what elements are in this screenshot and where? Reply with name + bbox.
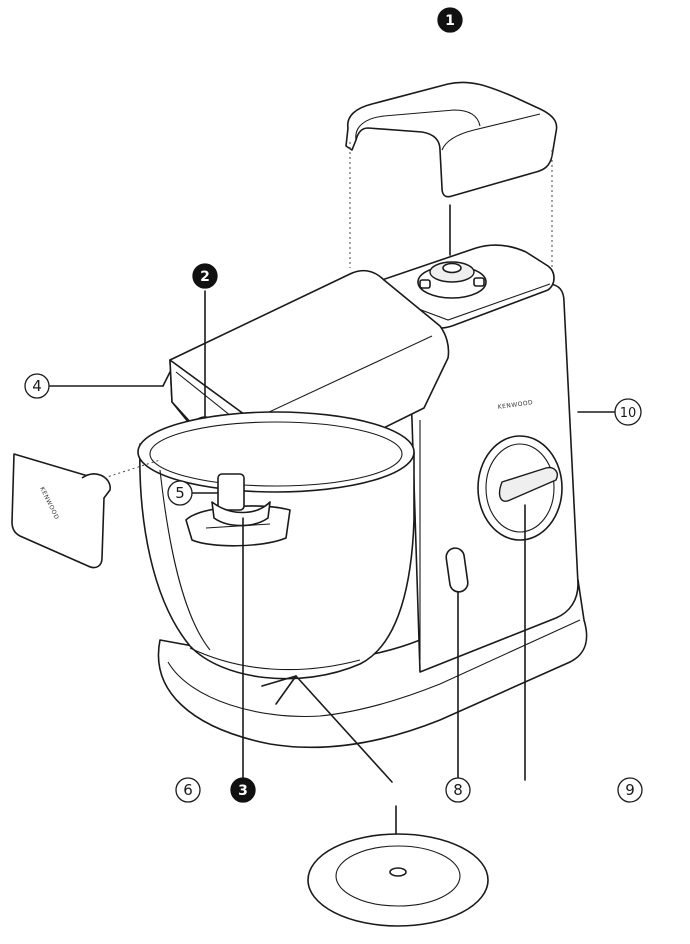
svg-text:5: 5 <box>175 484 185 502</box>
callout-6: 6 <box>175 777 201 803</box>
svg-text:10: 10 <box>620 406 637 421</box>
outlet-side-cover: KENWOOD <box>11 453 111 569</box>
callout-3: 3 <box>230 777 256 803</box>
callout-9: 9 <box>617 777 643 803</box>
svg-text:1: 1 <box>445 13 455 29</box>
svg-text:2: 2 <box>200 269 210 285</box>
mixing-bowl <box>137 411 415 680</box>
svg-text:9: 9 <box>625 781 635 799</box>
svg-text:3: 3 <box>238 783 248 799</box>
leader-line <box>295 675 393 783</box>
svg-text:4: 4 <box>32 377 42 395</box>
callout-4: 4 <box>24 373 50 399</box>
svg-text:8: 8 <box>453 781 463 799</box>
outlet-cover <box>345 81 558 198</box>
callout-8: 8 <box>445 777 471 803</box>
callout-1: 1 <box>437 7 463 33</box>
leader-line <box>162 371 171 387</box>
callout-5: 5 <box>167 480 193 506</box>
svg-text:6: 6 <box>183 781 193 799</box>
body-brand-text: KENWOOD <box>497 399 533 411</box>
callout-10: 10 <box>614 398 642 426</box>
splash-guard-disc-icon <box>307 833 489 927</box>
bowl-arrow <box>261 675 297 705</box>
callout-2: 2 <box>192 263 218 289</box>
